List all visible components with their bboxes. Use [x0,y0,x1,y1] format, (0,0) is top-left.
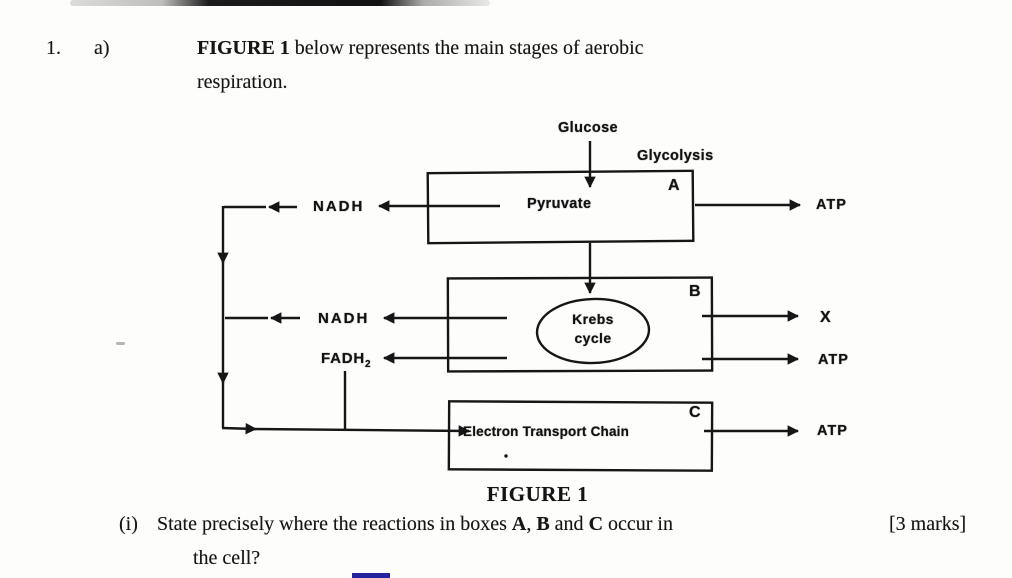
nadh-output-a-label: NADH [313,198,365,215]
box-c-letter: C [689,404,701,421]
fadh2-base: FADH [321,350,366,367]
atp-output-c-label: ATP [817,423,848,439]
intro-figure-ref: FIGURE 1 [197,37,290,59]
arrow-trunk-to-etc [251,425,471,437]
atp-output-a-label: ATP [816,197,847,213]
intro-line2: respiration. [197,71,288,93]
marks-label: [3 marks] [889,513,967,535]
etc-label: Electron Transport Chain [463,424,630,439]
figure-caption: FIGURE 1 [486,482,589,506]
question-number: 1. [46,37,61,59]
krebs-line1: Krebs [572,311,614,327]
fadh2-output-label: FADH2 [321,350,371,370]
highlight-mark [352,573,390,578]
intro-line1: FIGURE 1 below represents the main stage… [197,36,644,60]
question-ref-c: C [588,513,604,535]
question-ref-b: B [536,513,550,535]
question-seg3: and [549,513,589,535]
question-seg2: , [526,513,537,535]
box-b-rect [446,276,714,373]
question-seg4: occur in [603,513,673,535]
subquestion-line2: the cell? [193,547,261,569]
subquestion-text: State precisely where the reactions in b… [157,512,673,536]
box-b-letter: B [689,283,701,300]
krebs-cycle-ellipse [535,297,651,365]
question-seg1: State precisely where the reactions in b… [157,513,512,535]
x-output-label: X [820,309,832,326]
nadh-output-b-label: NADH [318,310,370,327]
scan-artifact-top-bar [70,0,490,6]
question-ref-a: A [511,513,527,535]
intro-rest: below represents the main stages of aero… [289,37,644,59]
subquestion-item-label: (i) [119,513,138,535]
box-a-rect [426,169,695,245]
box-c-rect [447,400,714,472]
atp-output-b-label: ATP [818,352,849,368]
scan-artifact-dash [116,342,125,345]
glycolysis-label: Glycolysis [637,148,714,164]
part-label: a) [94,37,110,59]
box-a-letter: A [668,177,680,194]
pyruvate-label: Pyruvate [527,196,592,212]
krebs-cycle-label: Krebs cycle [549,310,637,348]
glucose-label: Glucose [558,120,619,136]
trunk-corner-arrow [221,422,258,435]
scan-dot [504,454,508,458]
krebs-line2: cycle [574,330,612,346]
fadh2-subscript: 2 [365,359,372,370]
